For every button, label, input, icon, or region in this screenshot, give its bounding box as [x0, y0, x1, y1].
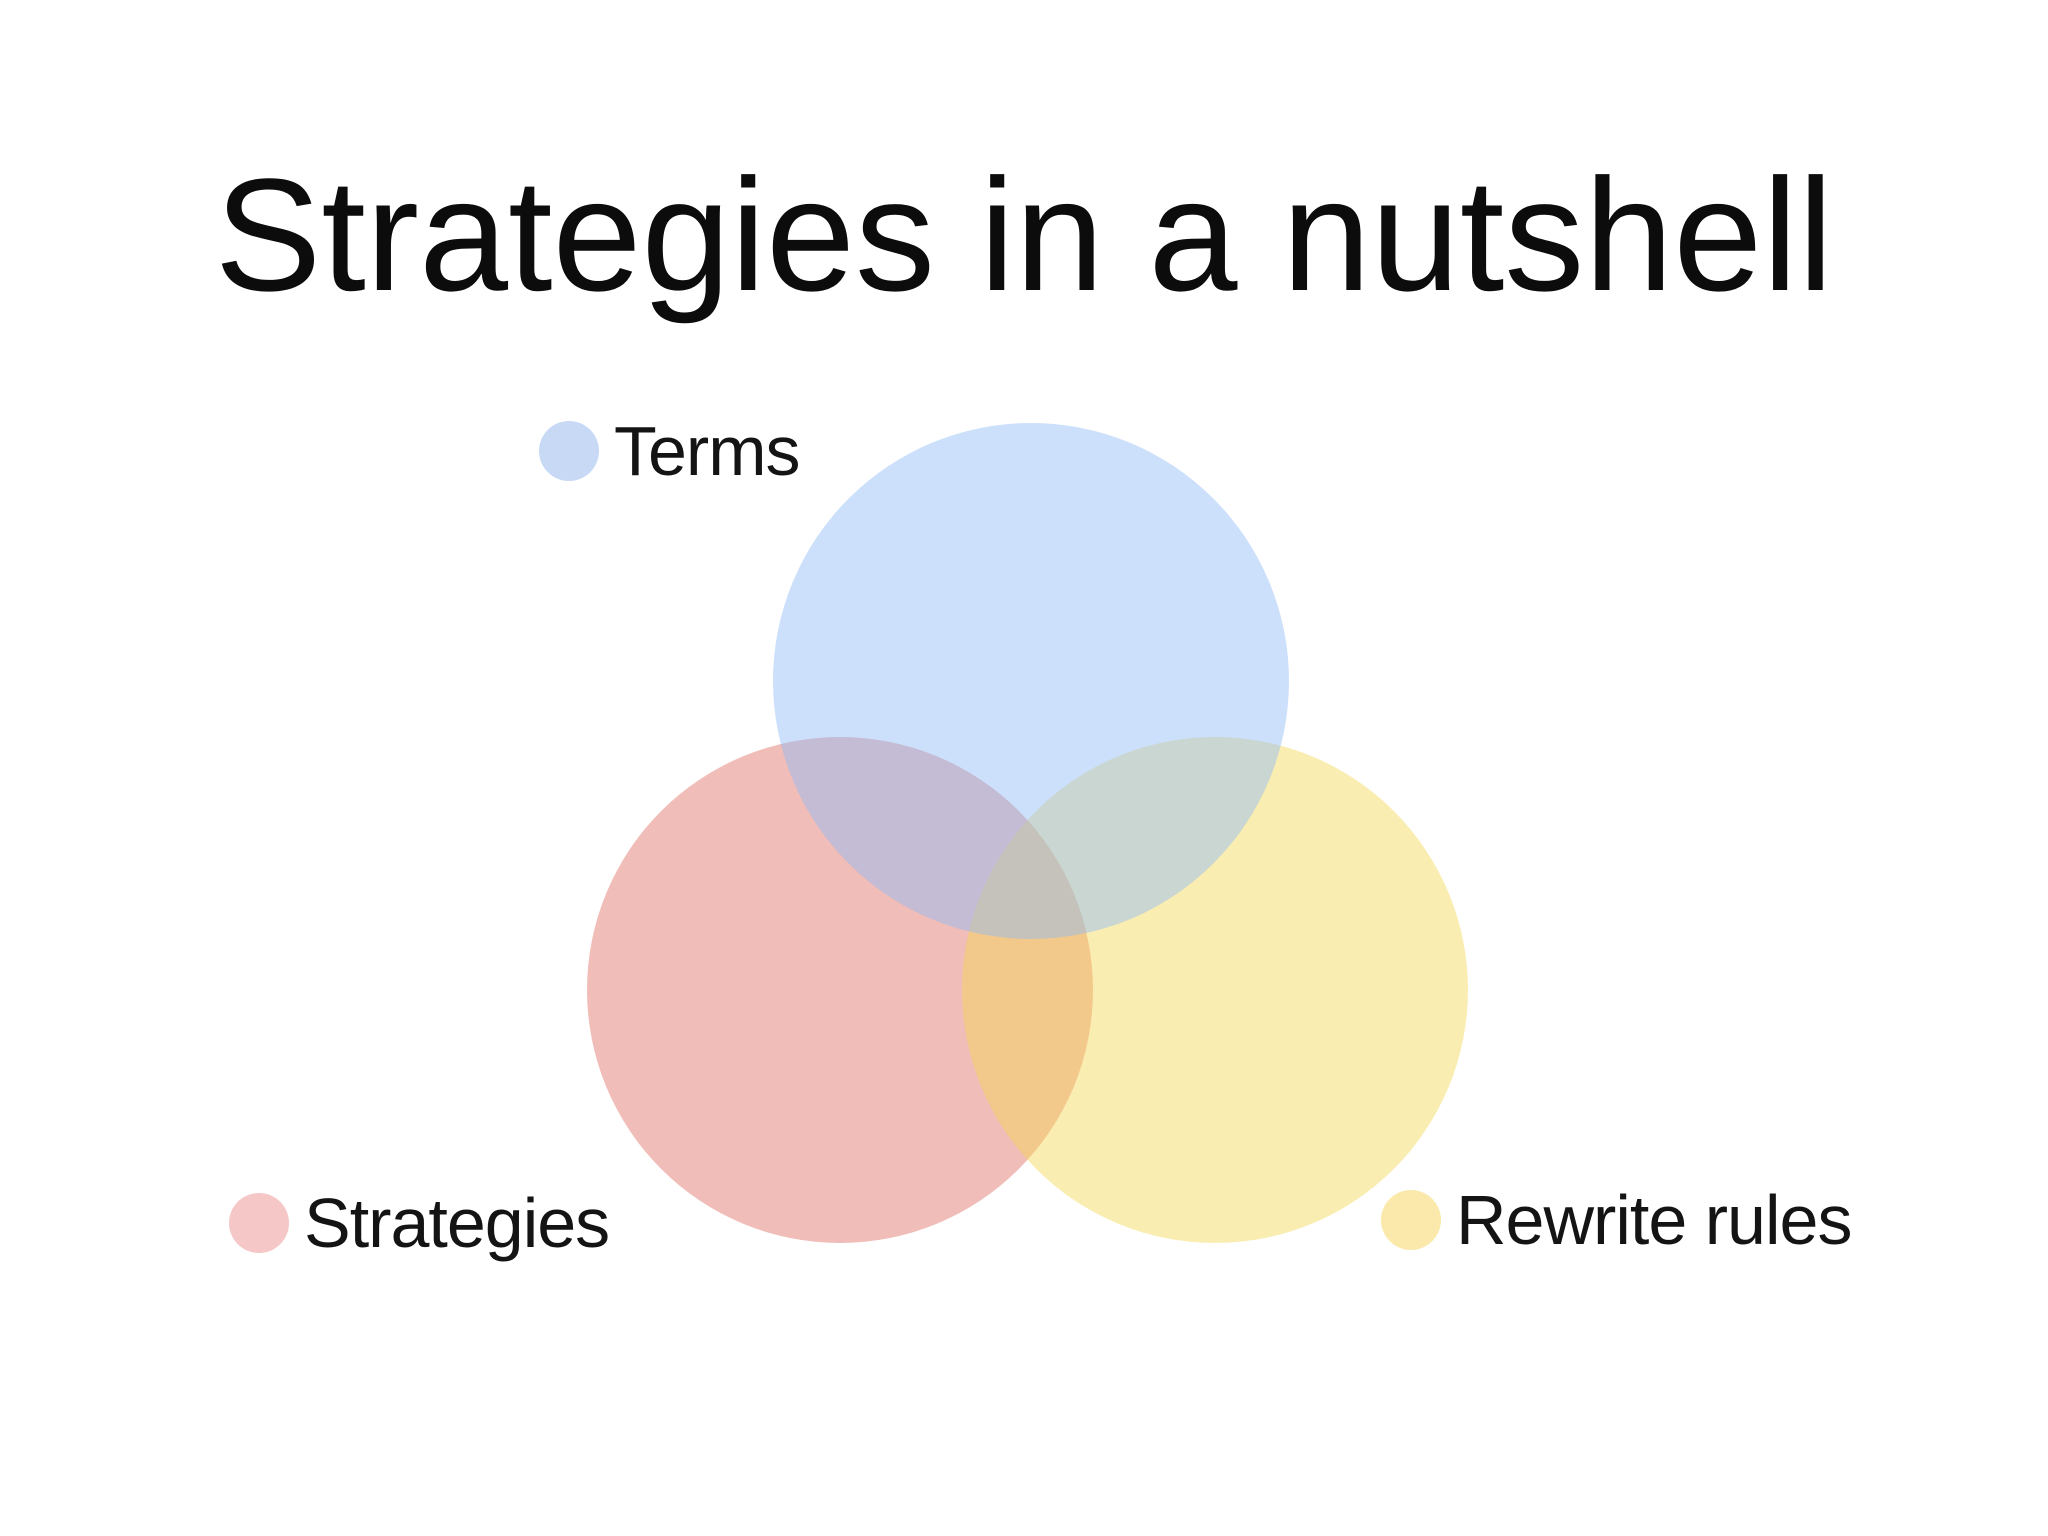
strategies-dot-icon — [229, 1193, 289, 1253]
rewrite-rules-dot-icon — [1381, 1190, 1441, 1250]
legend-rewrite-rules-label: Rewrite rules — [1456, 1181, 1852, 1259]
legend-terms: Terms — [539, 412, 801, 490]
legend-terms-label: Terms — [614, 412, 801, 490]
slide-title: Strategies in a nutshell — [214, 145, 1834, 324]
venn-circle-terms — [773, 423, 1289, 939]
terms-dot-icon — [539, 421, 599, 481]
legend-rewrite-rules: Rewrite rules — [1381, 1181, 1852, 1259]
legend-strategies-label: Strategies — [304, 1184, 610, 1262]
venn-circle-rewrite-rules — [962, 737, 1468, 1243]
venn-circle-strategies — [587, 737, 1093, 1243]
legend-strategies: Strategies — [229, 1184, 610, 1262]
